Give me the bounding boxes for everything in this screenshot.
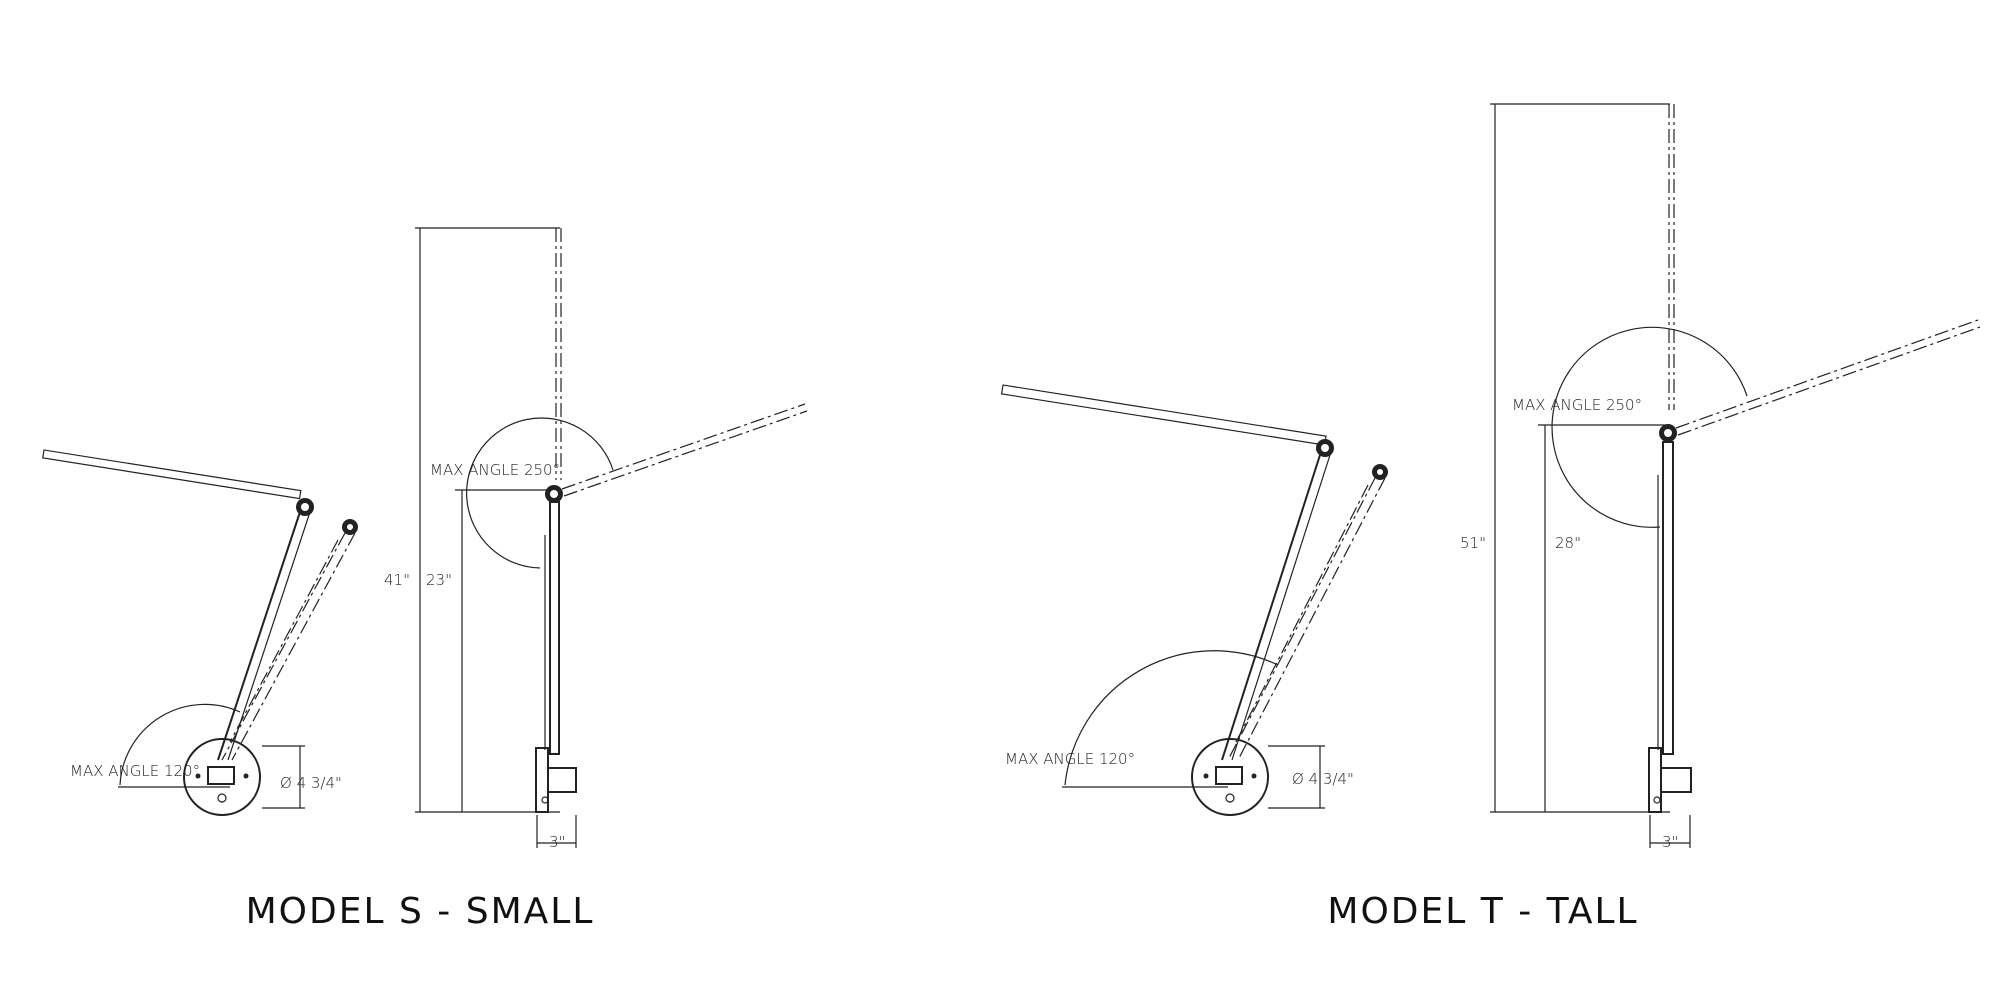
base-diameter-label: Ø 4 3/4": [1292, 770, 1354, 788]
model-t-base-lamp: Ø 4 3/4" MAX ANGLE 120°: [1000, 384, 1388, 816]
clamp-width-label: 3": [549, 833, 565, 851]
base-max-angle-label: MAX ANGLE 120°: [1005, 750, 1135, 768]
head-max-angle-label: MAX ANGLE 250°: [1512, 396, 1642, 414]
model-t-drawing: Ø 4 3/4" MAX ANGLE 120° 51" 28" MAX ANGL…: [1000, 103, 1981, 932]
angle-arc: [466, 417, 614, 569]
model-s-drawing: Ø 4 3/4" MAX ANGLE 120° 41" 23" MAX ANGL…: [42, 227, 808, 932]
overall-height-label: 51": [1460, 534, 1486, 552]
model-s-title: MODEL S - SMALL: [246, 891, 595, 932]
model-s-base-lamp: Ø 4 3/4" MAX ANGLE 120°: [42, 449, 358, 816]
arm-height-label: 28": [1555, 534, 1581, 552]
model-t-title: MODEL T - TALL: [1327, 891, 1638, 932]
lamp-head: [1000, 384, 1327, 446]
lamp-arm: [1221, 454, 1321, 761]
model-t-clamp-lamp: 51" 28" MAX ANGLE 250° 3": [1460, 103, 1981, 851]
angle-arc: [1551, 326, 1748, 528]
lamp-base: [183, 738, 261, 816]
base-max-angle-label: MAX ANGLE 120°: [70, 762, 200, 780]
overall-height-label: 41": [384, 571, 410, 589]
lamp-head: [42, 449, 302, 500]
base-diameter-label: Ø 4 3/4": [280, 774, 342, 792]
angle-arc: [119, 703, 241, 786]
arm-height-label: 23": [426, 571, 452, 589]
lamp-arm: [217, 511, 301, 761]
head-max-angle-label: MAX ANGLE 250°: [430, 461, 560, 479]
clamp-width-label: 3": [1662, 833, 1678, 851]
lamp-arm: [1662, 441, 1674, 755]
model-s-clamp-lamp: 41" 23" MAX ANGLE 250°: [384, 227, 808, 851]
lamp-arm: [549, 501, 560, 755]
lamp-base: [1191, 738, 1269, 816]
angle-arc: [1064, 650, 1279, 786]
